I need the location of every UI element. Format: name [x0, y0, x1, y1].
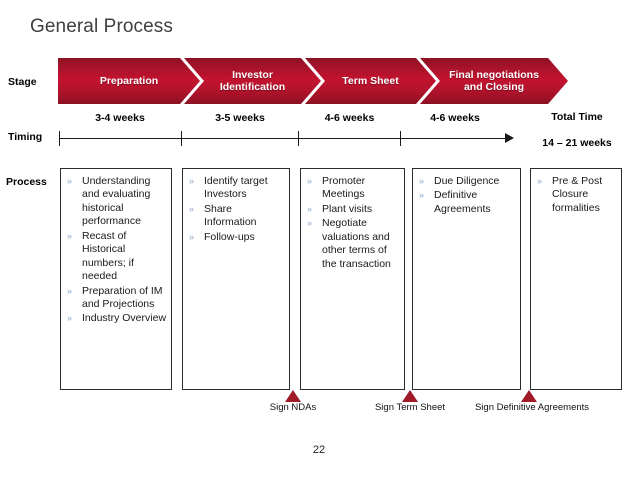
list-item-text: Identify target Investors — [204, 175, 268, 201]
timeline-tick — [181, 131, 182, 146]
timeline-tick — [298, 131, 299, 146]
bullet-icon: » — [419, 190, 425, 201]
list-item-text: Promoter Meetings — [322, 175, 366, 201]
list-item: » Preparation of IM and Projections — [65, 285, 167, 312]
list-item: » Negotiate valuations and other terms of… — [305, 217, 400, 271]
list-item-text: Understanding and evaluating historical … — [82, 175, 151, 228]
bullet-icon: » — [307, 218, 313, 229]
bullet-icon: » — [67, 313, 73, 324]
row-label-timing: Timing — [8, 131, 43, 143]
milestone-label-definitive-agreements: Sign Definitive Agreements — [474, 402, 590, 413]
process-row: » Understanding and evaluating historical… — [0, 168, 638, 392]
timeline-tick — [59, 131, 60, 146]
list-item-text: Due Diligence — [434, 175, 500, 187]
bullet-icon: » — [537, 176, 543, 186]
bullet-icon: » — [307, 176, 313, 186]
bullet-icon: » — [67, 176, 73, 186]
stage-chevron-term-sheet[interactable]: Term Sheet — [305, 58, 436, 104]
list-item: » Promoter Meetings — [305, 175, 400, 202]
milestone-label-ndas: Sign NDAs — [269, 402, 317, 413]
list-item-text: Definitive Agreements — [434, 189, 491, 215]
triangle-up-icon — [285, 390, 301, 402]
bullet-icon: » — [189, 203, 195, 214]
list-item-text: Follow-ups — [204, 230, 255, 243]
triangle-up-icon — [402, 390, 418, 402]
timing-duration-3: 4-6 weeks — [324, 112, 375, 124]
list-item: » Definitive Agreements — [417, 189, 516, 216]
list-item-text: Industry Overview — [82, 312, 167, 325]
process-list: » Pre & Post Closure formalities — [535, 175, 617, 215]
process-box-investor-identification[interactable]: » Identify target Investors » Share Inform… — [182, 168, 290, 390]
process-box-closure[interactable]: » Pre & Post Closure formalities — [530, 168, 622, 390]
timing-duration-1: 3-4 weeks — [95, 112, 145, 124]
page-number: 22 — [312, 444, 326, 456]
stage-label: Preparation — [99, 74, 159, 87]
total-time-value: 14 – 21 weeks — [542, 136, 612, 149]
total-time-label: Total Time — [551, 111, 603, 123]
list-item-text: Share Information — [204, 202, 257, 229]
list-item: » Follow-ups — [187, 231, 285, 244]
stage-chevron-preparation[interactable]: Preparation — [58, 58, 200, 104]
page-title: General Process — [30, 16, 174, 37]
list-item-text: Pre & Post Closure formalities — [552, 175, 603, 214]
bullet-icon: » — [67, 230, 73, 241]
total-time-block: Total Time 14 – 21 weeks — [518, 111, 636, 149]
list-item: » Pre & Post Closure formalities — [535, 175, 617, 215]
bullet-icon: » — [419, 176, 425, 186]
list-item: » Understanding and evaluating historical… — [65, 175, 167, 229]
list-item-text: Recast of Historical numbers; if needed — [82, 229, 134, 283]
bullet-icon: » — [189, 231, 195, 242]
milestone-label-term-sheet: Sign Term Sheet — [374, 402, 446, 413]
triangle-up-icon — [521, 390, 537, 402]
process-box-term-sheet[interactable]: » Promoter Meetings » Plant visits » Negoti… — [300, 168, 405, 390]
timing-row: 3-4 weeks 3-5 weeks 4-6 weeks 4-6 weeks … — [0, 111, 638, 160]
bullet-icon: » — [189, 176, 195, 186]
list-item: » Identify target Investors — [187, 175, 285, 202]
list-item: » Due Diligence — [417, 175, 516, 188]
list-item-text: Negotiate valuations and other terms of … — [322, 217, 391, 270]
process-list: » Due Diligence » Definitive Agreements — [417, 175, 516, 216]
arrow-right-icon — [505, 133, 514, 143]
timing-duration-2: 3-5 weeks — [215, 112, 265, 124]
row-label-stage: Stage — [8, 76, 37, 88]
process-box-preparation[interactable]: » Understanding and evaluating historical… — [60, 168, 172, 390]
list-item-text: Plant visits — [322, 202, 373, 215]
list-item: » Industry Overview — [65, 312, 167, 325]
row-label-process: Process — [6, 176, 47, 188]
list-item: » Share Information — [187, 203, 285, 230]
stage-label: Term Sheet — [342, 74, 399, 87]
process-box-final-negotiations[interactable]: » Due Diligence » Definitive Agreements — [412, 168, 521, 390]
process-list: » Promoter Meetings » Plant visits » Negoti… — [305, 175, 400, 271]
process-list: » Understanding and evaluating historical… — [65, 175, 167, 326]
list-item: » Recast of Historical numbers; if needed — [65, 230, 167, 284]
timing-duration-4: 4-6 weeks — [430, 112, 480, 124]
process-list: » Identify target Investors » Share Inform… — [187, 175, 285, 244]
list-item: » Plant visits — [305, 203, 400, 216]
timeline-axis — [59, 138, 509, 139]
bullet-icon: » — [307, 203, 313, 214]
list-item-text: Preparation of IM and Projections — [82, 284, 163, 310]
bullet-icon: » — [67, 285, 73, 296]
timeline-tick — [400, 131, 401, 146]
